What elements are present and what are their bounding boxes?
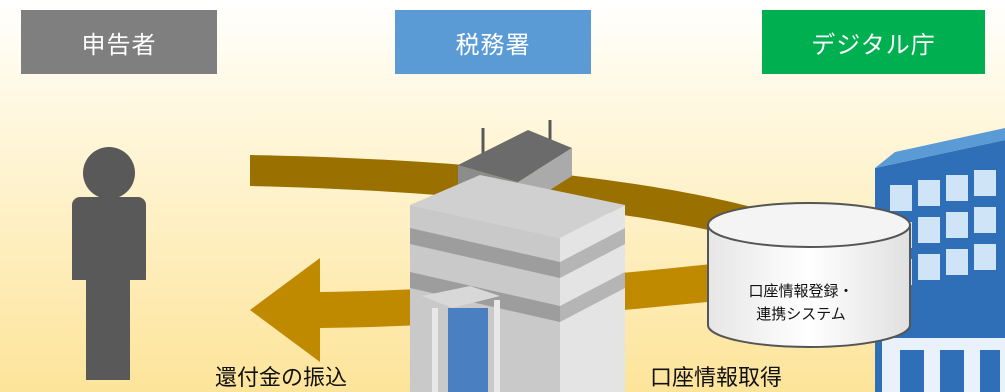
header-declarant-label: 申告者 — [81, 30, 157, 59]
refund-arrow-head — [250, 258, 320, 362]
person-icon — [72, 147, 146, 380]
database-label-line1: 口座情報登録・ — [748, 282, 854, 300]
header-tax-office-label: 税務署 — [455, 30, 531, 59]
header-declarant: 申告者 — [21, 10, 217, 74]
database-icon — [707, 202, 911, 348]
header-tax-office: 税務署 — [395, 10, 591, 74]
database-label: 口座情報登録・ 連携システム — [716, 280, 886, 326]
database-label-line2: 連携システム — [756, 305, 846, 323]
refund-transfer-label: 還付金の振込 — [215, 366, 348, 391]
account-info-acquisition-label: 口座情報取得 — [650, 366, 783, 391]
header-digital-agency-label: デジタル庁 — [811, 30, 936, 59]
header-digital-agency: デジタル庁 — [762, 10, 985, 74]
tax-office-building-icon — [410, 120, 625, 392]
